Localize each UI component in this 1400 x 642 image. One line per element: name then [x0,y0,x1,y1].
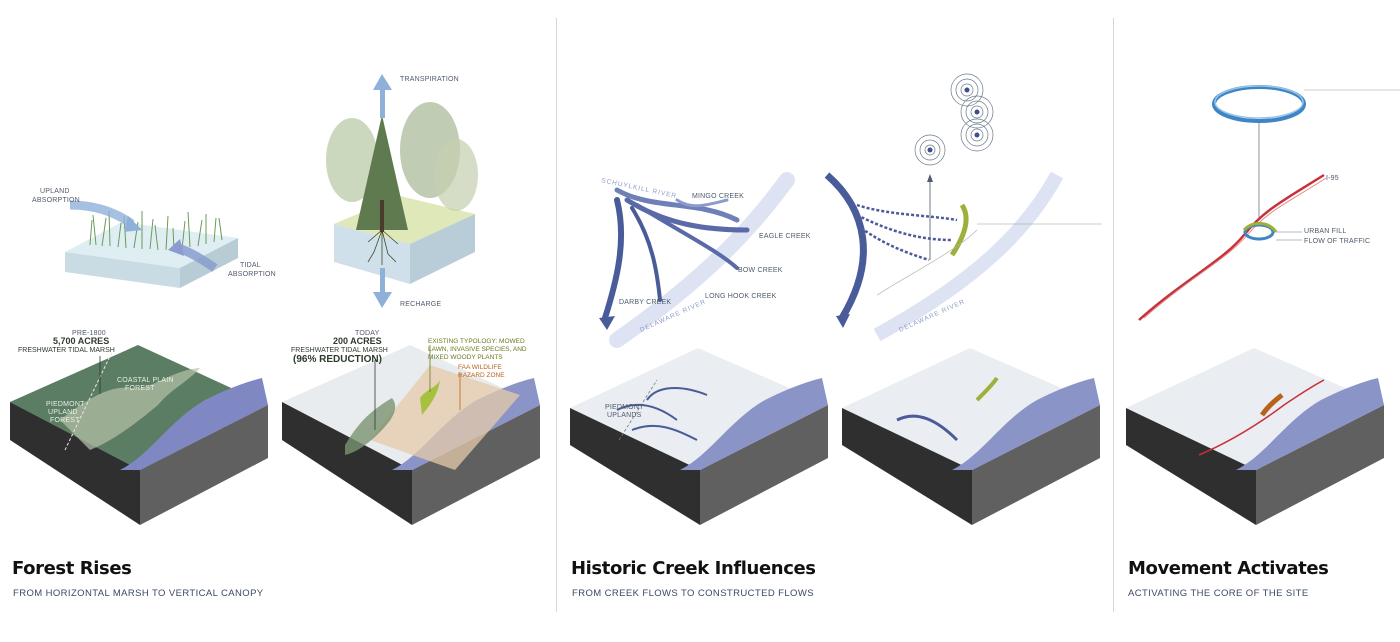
today-reduction: (96% REDUCTION) [293,354,382,365]
today-block [282,345,540,525]
piedmont-uplands-label: PIEDMONT UPLANDS [605,404,646,419]
transpiration-label: TRANSPIRATION [400,76,459,83]
panel-title: Forest Rises [12,558,132,579]
creek-diagram: SCHUYLKILL RIVER MINGO CREEK EAGLE CREEK… [570,73,1102,525]
mingo-creek-label: MINGO CREEK [692,193,744,200]
pre1800-block [10,345,268,525]
upland-absorption-label: UPLAND ABSORPTION [32,188,80,204]
panel-title: Historic Creek Influences [571,558,816,579]
panel-subtitle: FROM CREEK FLOWS TO CONSTRUCTED FLOWS [572,588,814,599]
bow-creek-label: BOW CREEK [738,267,783,274]
coastal-plain-forest-label: COASTAL PLAIN FOREST [117,377,176,392]
flow-of-traffic-label: FLOW OF TRAFFIC [1304,238,1370,245]
today-acres: 200 ACRES [333,336,382,346]
today-desc: FRESHWATER TIDAL MARSH [291,347,388,354]
panel-movement-activates: I-95 URBAN FILL FLOW OF TRAFFIC Movement… [1114,0,1400,642]
tidal-absorption-label: TIDAL ABSORPTION [228,262,276,278]
pre1800-desc: FRESHWATER TIDAL MARSH [18,347,115,354]
pre1800-period: PRE-1800 [72,330,106,337]
piedmont-upland-forest-label: PIEDMONT UPLAND FOREST [46,401,87,424]
movement-diagram: I-95 URBAN FILL FLOW OF TRAFFIC [1126,85,1400,525]
forest-block [326,102,478,284]
darby-creek-label: DARBY CREEK [619,299,671,306]
upland-absorption-arrow [69,200,135,228]
movement-block [1126,348,1384,525]
long-hook-creek-label: LONG HOOK CREEK [705,293,777,300]
panel-divider [556,18,557,612]
urban-fill-label: URBAN FILL [1304,228,1346,235]
panel-forest-rises: UPLAND ABSORPTION TIDAL ABSORPTION TRAN [0,0,556,642]
panel-subtitle: ACTIVATING THE CORE OF THE SITE [1128,588,1309,599]
marsh-block [65,210,238,288]
creek-block-historic [570,348,828,525]
today-period: TODAY [355,330,380,337]
arrow-up-icon [373,74,392,118]
arrow-down-icon [373,268,392,308]
panel-title: Movement Activates [1128,558,1329,579]
i95-route [1138,173,1327,321]
panel-divider [1113,18,1114,612]
eagle-creek-label: EAGLE CREEK [759,233,811,240]
forest-rises-diagram: UPLAND ABSORPTION TIDAL ABSORPTION TRAN [10,74,540,525]
ripple-target-icon [914,73,994,166]
existing-typology-label: EXISTING TYPOLOGY: MOWED LAWN, INVASIVE … [428,338,528,361]
traffic-loop-icon [1212,85,1306,123]
faa-zone-label: FAA WILDLIFE HAZARD ZONE [458,364,505,379]
recharge-label: RECHARGE [400,301,441,308]
creek-flow-map [599,172,795,348]
i95-label: I-95 [1326,175,1339,182]
pre1800-acres: 5,700 ACRES [53,336,109,346]
creek-block-constructed [842,348,1100,525]
constructed-flow-map [824,171,1102,342]
panel-historic-creek-influences: SCHUYLKILL RIVER MINGO CREEK EAGLE CREEK… [557,0,1113,642]
panel-subtitle: FROM HORIZONTAL MARSH TO VERTICAL CANOPY [13,588,264,599]
ripple-centers [927,87,980,153]
